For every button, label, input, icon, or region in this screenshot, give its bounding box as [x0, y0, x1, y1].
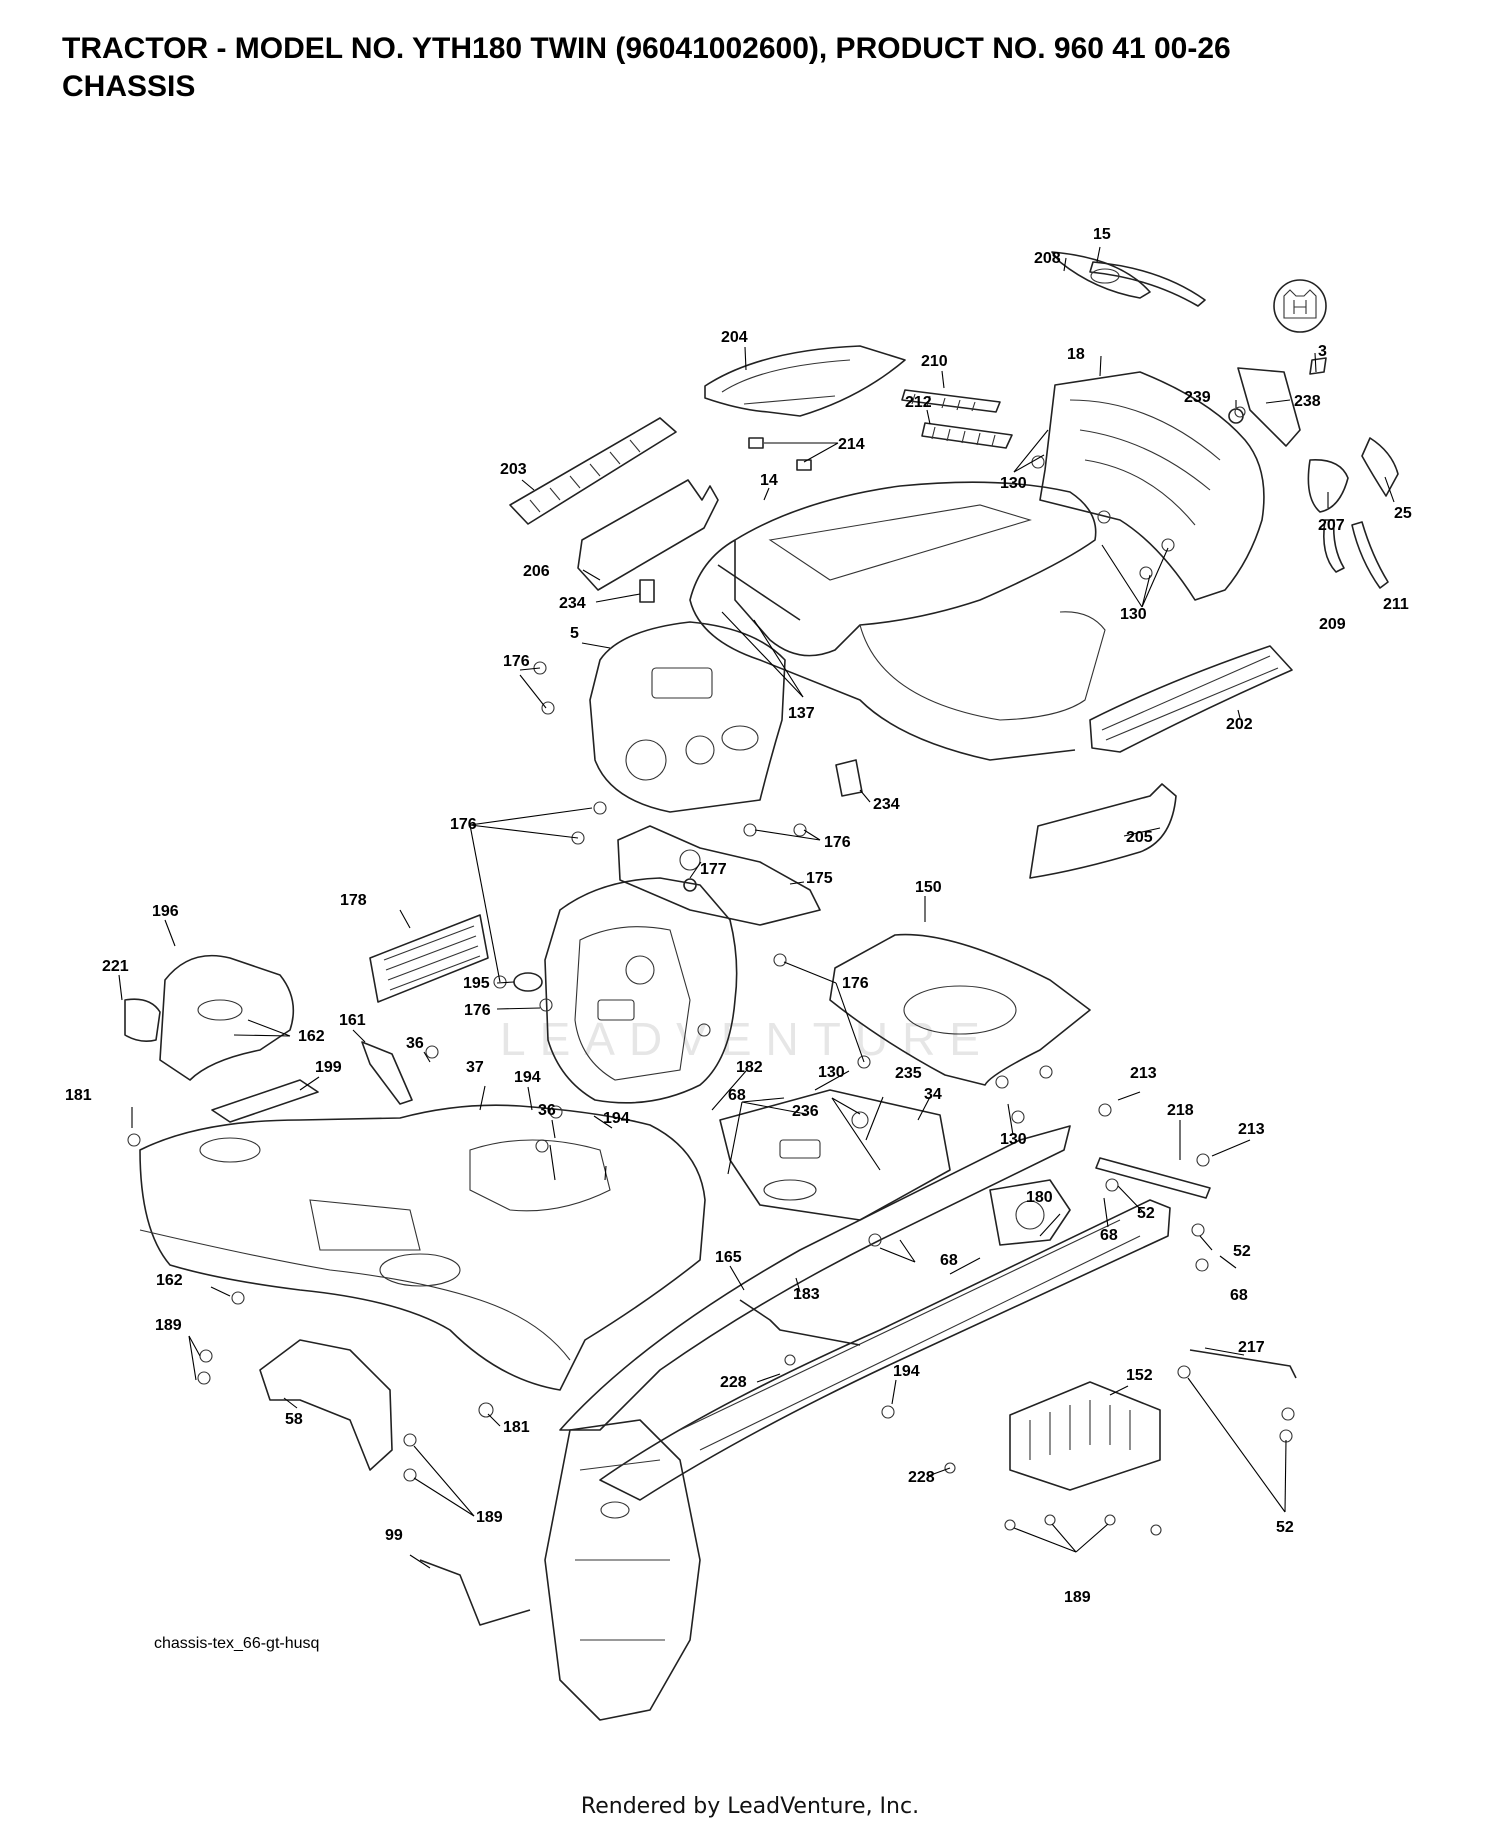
callout-52-b: 52 — [1233, 1243, 1251, 1260]
callout-210: 210 — [921, 353, 948, 370]
callout-181-b: 181 — [503, 1419, 530, 1436]
callout-137: 137 — [788, 705, 815, 722]
callout-52-c: 52 — [1276, 1519, 1294, 1536]
callout-199: 199 — [315, 1059, 342, 1076]
part-drawings — [124, 251, 1399, 1721]
callout-189-c: 189 — [1064, 1589, 1091, 1606]
callout-161: 161 — [339, 1012, 366, 1029]
callout-211: 211 — [1383, 596, 1409, 613]
callout-15: 15 — [1093, 226, 1111, 243]
callout-217: 217 — [1238, 1339, 1265, 1356]
callout-194-b: 194 — [603, 1110, 630, 1127]
callout-202: 202 — [1226, 716, 1253, 733]
callout-150: 150 — [915, 879, 942, 896]
callout-176-c: 176 — [824, 834, 851, 851]
callout-235: 235 — [895, 1065, 922, 1082]
callout-183: 183 — [793, 1286, 820, 1303]
title-line-section: CHASSIS — [62, 70, 196, 103]
callout-68-c: 68 — [940, 1252, 958, 1269]
callout-37: 37 — [466, 1059, 484, 1076]
callout-182: 182 — [736, 1059, 763, 1076]
callout-25: 25 — [1394, 505, 1412, 522]
callout-213-a: 213 — [1130, 1065, 1157, 1082]
callout-228-b: 228 — [908, 1469, 935, 1486]
callout-218: 218 — [1167, 1102, 1194, 1119]
callout-165: 165 — [715, 1249, 742, 1266]
callout-189-b: 189 — [476, 1509, 503, 1526]
callout-178: 178 — [340, 892, 367, 909]
callout-207: 207 — [1318, 517, 1345, 534]
callout-3: 3 — [1318, 343, 1327, 360]
callout-130-d: 130 — [1000, 1131, 1027, 1148]
callout-130-c: 130 — [818, 1064, 845, 1081]
drawing-reference: chassis-tex_66-gt-husq — [154, 1635, 319, 1652]
callout-208: 208 — [1034, 250, 1061, 267]
callout-177: 177 — [700, 861, 727, 878]
callout-130-b: 130 — [1120, 606, 1147, 623]
callout-203: 203 — [500, 461, 527, 478]
callout-209: 209 — [1319, 616, 1346, 633]
callout-175: 175 — [806, 870, 833, 887]
watermark: LEADVENTURE — [500, 1013, 994, 1065]
callout-212: 212 — [905, 394, 932, 411]
callout-176-a: 176 — [503, 653, 530, 670]
callout-234-b: 234 — [873, 796, 900, 813]
callout-18: 18 — [1067, 346, 1085, 363]
callout-195: 195 — [463, 975, 490, 992]
leader-lines — [118, 246, 1395, 1569]
callout-152: 152 — [1126, 1367, 1153, 1384]
callout-228-a: 228 — [720, 1374, 747, 1391]
callout-68-b: 68 — [1100, 1227, 1118, 1244]
callout-189-a: 189 — [155, 1317, 182, 1334]
callout-206: 206 — [523, 563, 550, 580]
callout-221: 221 — [102, 958, 129, 975]
callout-239: 239 — [1184, 389, 1211, 406]
callout-162-b: 162 — [156, 1272, 183, 1289]
callout-68-a: 68 — [728, 1087, 746, 1104]
callout-36-a: 36 — [406, 1035, 424, 1052]
callout-176-b: 176 — [450, 816, 477, 833]
callout-196: 196 — [152, 903, 179, 920]
callout-176-d: 176 — [842, 975, 869, 992]
callout-236: 236 — [792, 1103, 819, 1120]
callout-34: 34 — [924, 1086, 942, 1103]
callout-194-c: 194 — [893, 1363, 920, 1380]
footer-rendered-by: Rendered by LeadVenture, Inc. — [580, 1794, 920, 1819]
callout-194-a: 194 — [514, 1069, 541, 1086]
callout-234-a: 234 — [559, 595, 586, 612]
callout-5: 5 — [570, 625, 579, 642]
callout-36-b: 36 — [538, 1102, 556, 1119]
callout-238: 238 — [1294, 393, 1321, 410]
page-title: TRACTOR - MODEL NO. YTH180 TWIN (9604100… — [62, 30, 1231, 106]
callout-52-a: 52 — [1137, 1205, 1155, 1222]
callout-130-a: 130 — [1000, 475, 1027, 492]
callout-181-a: 181 — [65, 1087, 92, 1104]
callout-14: 14 — [760, 472, 778, 489]
callout-58: 58 — [285, 1411, 303, 1428]
callout-180: 180 — [1026, 1189, 1053, 1206]
callout-labels: 15 208 3 204 210 18 239 238 212 214 203 … — [65, 226, 1412, 1606]
title-line-model: TRACTOR - MODEL NO. YTH180 TWIN (9604100… — [62, 32, 1231, 65]
callout-176-e: 176 — [464, 1002, 491, 1019]
callout-214: 214 — [838, 436, 865, 453]
callout-205: 205 — [1126, 829, 1153, 846]
callout-204: 204 — [721, 329, 748, 346]
callout-162-a: 162 — [298, 1028, 325, 1045]
callout-68-d: 68 — [1230, 1287, 1248, 1304]
callout-99: 99 — [385, 1527, 403, 1544]
callout-213-b: 213 — [1238, 1121, 1265, 1138]
